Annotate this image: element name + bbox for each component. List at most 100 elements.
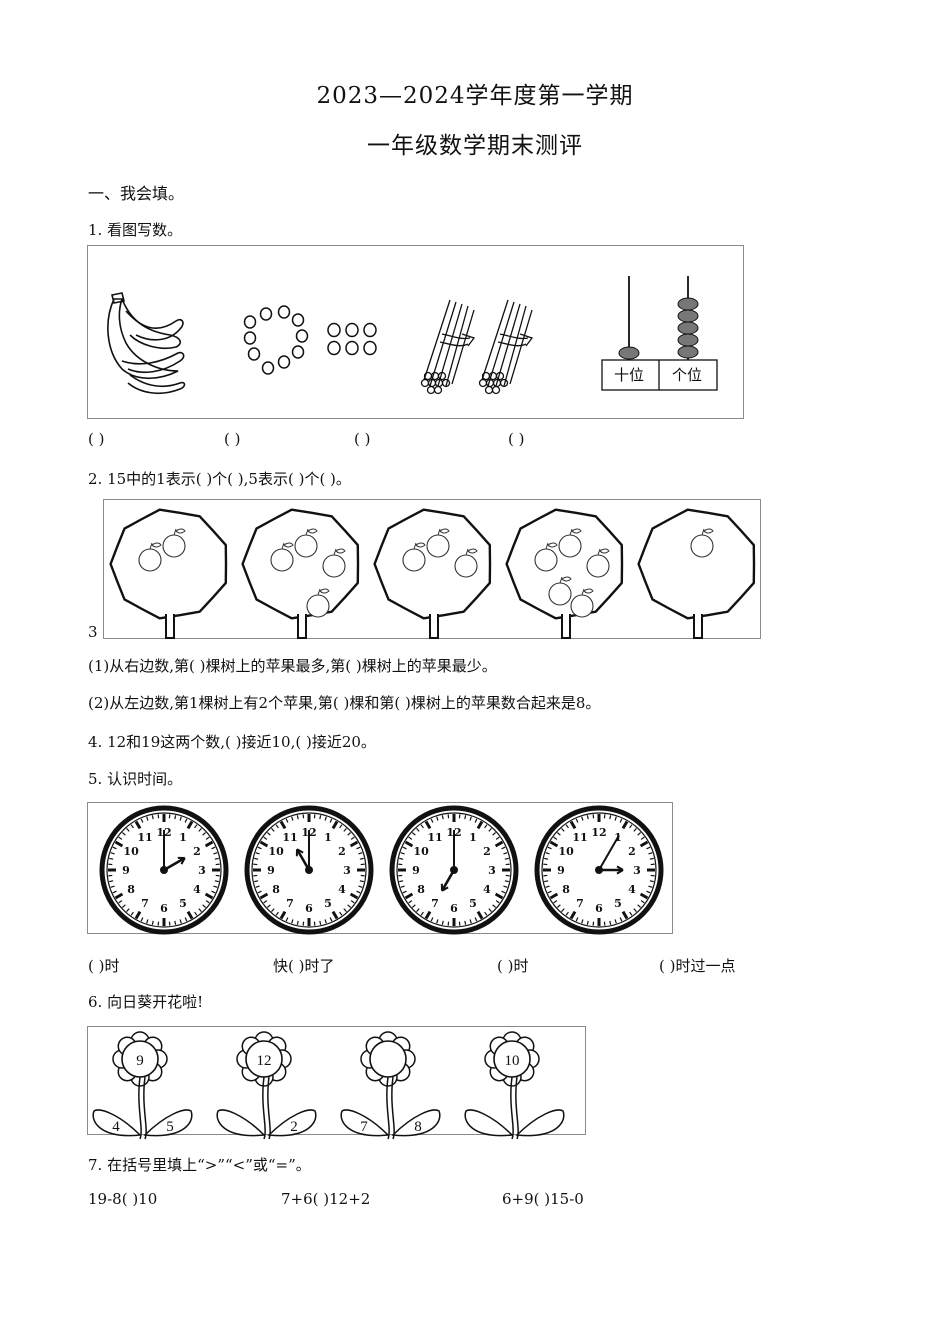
clock-number: 7	[141, 897, 149, 910]
clock-number: 10	[268, 845, 284, 858]
q3-number: 3	[88, 623, 98, 641]
apple	[586, 548, 610, 578]
clock-number: 10	[558, 845, 574, 858]
clock-number: 7	[431, 897, 439, 910]
clock-number: 11	[427, 831, 442, 844]
clock-number: 1	[324, 831, 332, 844]
clock-number: 8	[417, 883, 425, 896]
clock-number: 3	[198, 864, 206, 877]
q6-label: 6. 向日葵开花啦!	[88, 993, 204, 1011]
clock-number: 8	[272, 883, 280, 896]
clock-number: 11	[572, 831, 587, 844]
apple-tree	[505, 508, 624, 639]
apple	[306, 588, 330, 618]
sunflower-right-leaf-number: 2	[290, 1119, 298, 1135]
clock-number: 8	[127, 883, 135, 896]
apple-trees-picture	[109, 508, 756, 639]
apple	[294, 528, 318, 558]
clock-face: 121234567891011	[244, 805, 374, 935]
apple-tree	[373, 508, 492, 639]
apple	[534, 542, 558, 572]
clock-number: 3	[488, 864, 496, 877]
clock-number: 10	[123, 845, 139, 858]
apple-tree	[241, 508, 360, 639]
clock-number: 5	[324, 897, 332, 910]
page-title: 2023—2024学年度第一学期	[316, 83, 634, 109]
clock-number: 2	[628, 845, 636, 858]
q1-label: 1. 看图写数。	[88, 221, 183, 239]
clock-face: 121234567891011	[389, 805, 519, 935]
q1-answer-3[interactable]: ( )	[354, 430, 371, 448]
q2-text: 2. 15中的1表示( )个( ),5表示( )个( )。	[88, 470, 351, 488]
q1-answer-4[interactable]: ( )	[508, 430, 525, 448]
clock-number: 6	[160, 902, 168, 915]
apple	[138, 542, 162, 572]
clock-number: 2	[193, 845, 201, 858]
q7-item-1[interactable]: 19-8( )10	[88, 1190, 158, 1208]
clocks-picture: 1212345678910111212345678910111212345678…	[99, 805, 664, 935]
abacus-ones-label: 个位	[672, 366, 703, 384]
sunflower-right-leaf-number: 5	[166, 1119, 174, 1135]
clock-number: 11	[137, 831, 152, 844]
clock-number: 5	[469, 897, 477, 910]
clock-number: 1	[179, 831, 187, 844]
page-subtitle: 一年级数学期末测评	[367, 133, 583, 159]
apple	[548, 576, 572, 606]
q3-line-2: (2)从左边数,第1棵树上有2个苹果,第( )棵和第( )棵树上的苹果数合起来是…	[88, 694, 601, 712]
q5-answer-4[interactable]: ( )时过一点	[659, 957, 736, 975]
sunflower-left-leaf-number: 7	[360, 1119, 368, 1135]
clock-number: 12	[591, 826, 606, 839]
clock-number: 2	[338, 845, 346, 858]
clock-number: 10	[413, 845, 429, 858]
clock-number: 9	[267, 864, 275, 877]
clock-number: 9	[557, 864, 565, 877]
q1-answer-1[interactable]: ( )	[88, 430, 105, 448]
apple-tree	[109, 508, 228, 639]
q3-line-1: (1)从右边数,第( )棵树上的苹果最多,第( )棵树上的苹果最少。	[88, 657, 497, 675]
sunflower-right-leaf-number: 8	[414, 1119, 422, 1135]
clock-number: 1	[469, 831, 477, 844]
q5-clocks-box: 1212345678910111212345678910111212345678…	[87, 802, 673, 935]
section-heading: 一、我会填。	[88, 184, 185, 203]
q7-label: 7. 在括号里填上“>”“<”或“=”。	[88, 1156, 311, 1174]
q7-item-3[interactable]: 6+9( )15-0	[502, 1190, 584, 1208]
clock-number: 9	[122, 864, 130, 877]
sunflower: 12 2	[216, 1031, 317, 1140]
q5-label: 5. 认识时间。	[88, 770, 183, 788]
q3-trees-box	[103, 499, 761, 639]
q4-text: 4. 12和19这两个数,( )接近10,( )接近20。	[88, 733, 376, 751]
clock-number: 4	[193, 883, 201, 896]
q5-answer-1[interactable]: ( )时	[88, 957, 120, 975]
clock-number: 4	[483, 883, 491, 896]
clock-number: 4	[628, 883, 636, 896]
abacus-tens-label: 十位	[614, 366, 645, 384]
clock-number: 7	[286, 897, 294, 910]
q5-answer-3[interactable]: ( )时	[497, 957, 529, 975]
clock-number: 3	[633, 864, 641, 877]
clock-number: 3	[343, 864, 351, 877]
circles-picture	[243, 305, 377, 375]
sunflower-center-number: 12	[257, 1053, 272, 1069]
clock-number: 6	[595, 902, 603, 915]
q1-figure-box: 十位 个位	[87, 245, 744, 419]
sunflower: 10	[464, 1031, 565, 1140]
apple	[558, 528, 582, 558]
apple	[426, 528, 450, 558]
apple	[402, 542, 426, 572]
apple	[270, 542, 294, 572]
sunflower-center-number: 10	[505, 1053, 520, 1069]
clock-number: 11	[282, 831, 297, 844]
clock-number: 2	[483, 845, 491, 858]
apple	[454, 548, 478, 578]
clock-number: 4	[338, 883, 346, 896]
apple	[690, 528, 714, 558]
q1-answer-2[interactable]: ( )	[224, 430, 241, 448]
clock-number: 9	[412, 864, 420, 877]
apple-tree	[637, 508, 756, 639]
q5-answer-2[interactable]: 快( )时了	[273, 957, 335, 975]
q7-item-2[interactable]: 7+6( )12+2	[281, 1190, 371, 1208]
clock-number: 6	[450, 902, 458, 915]
